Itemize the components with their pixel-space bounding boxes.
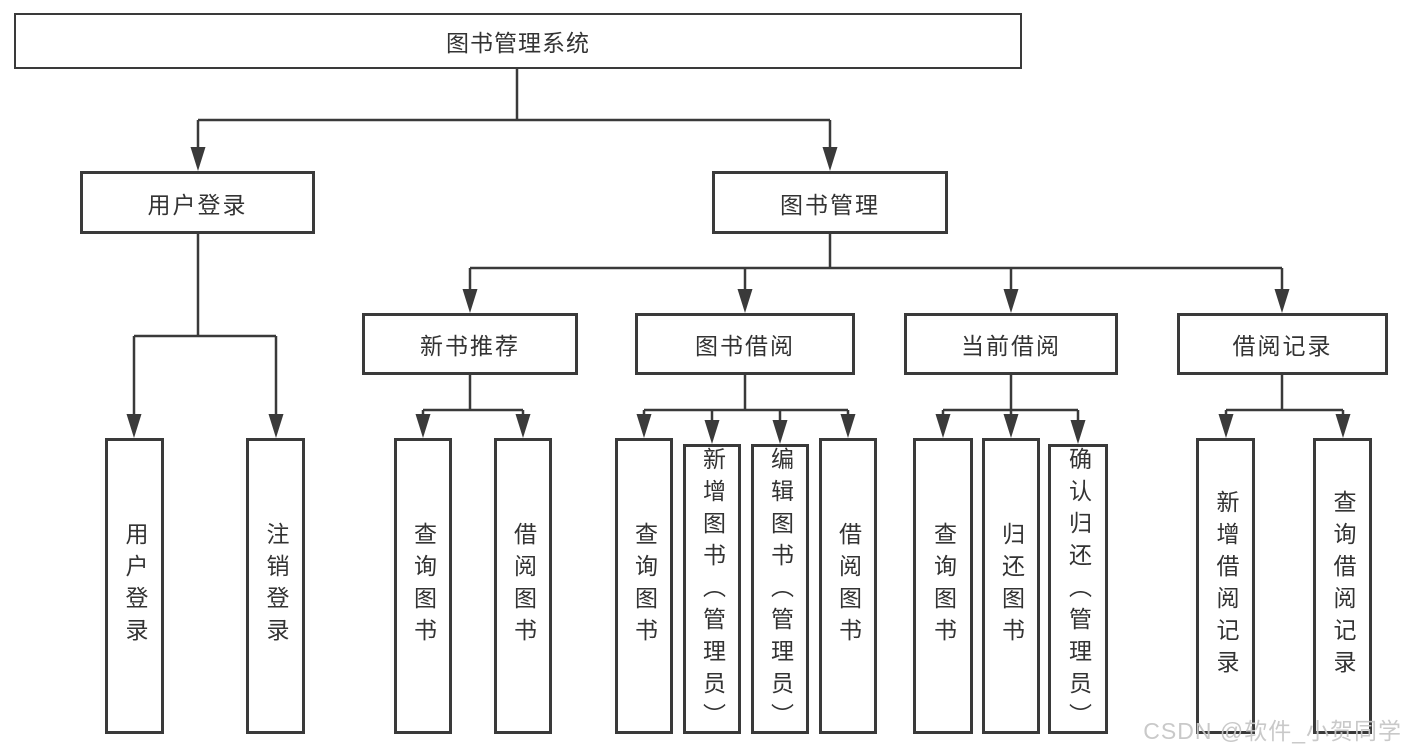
node-label: 借阅图书 [835,522,862,650]
node-label: 新增借阅记录 [1213,490,1239,682]
node-label: 查询借阅记录 [1330,490,1356,682]
node-label: 查询图书 [410,522,437,650]
node-current-borrowing: 当前借阅 [904,313,1118,375]
node-label: 借阅记录 [1232,333,1333,359]
node-label: 用户登录 [122,522,148,650]
node-label: 查询图书 [930,522,957,650]
leaf-search-borrow-record: 查询借阅记录 [1313,438,1372,734]
csdn-watermark: CSDN @软件_小贺同学 [1143,718,1402,744]
leaf-return-books: 归还图书 [982,438,1040,734]
node-new-book-recommendation: 新书推荐 [362,313,578,375]
node-label: 注销登录 [263,522,289,650]
node-label: 编辑图书（管理员） [767,447,794,735]
leaf-search-books-recommend: 查询图书 [394,438,452,734]
node-label: 当前借阅 [961,333,1061,359]
node-label: 确认归还（管理员） [1065,447,1092,735]
leaf-logout: 注销登录 [246,438,305,734]
leaf-user-login: 用户登录 [105,438,164,734]
node-label: 图书管理系统 [446,30,590,56]
leaf-borrow-books-recommend: 借阅图书 [494,438,552,734]
node-book-borrowing: 图书借阅 [635,313,855,375]
leaf-search-books-current: 查询图书 [913,438,973,734]
node-label: 归还图书 [998,522,1025,650]
node-user-login: 用户登录 [80,171,315,234]
node-library-management-system: 图书管理系统 [14,13,1022,69]
leaf-borrow-books: 借阅图书 [819,438,877,734]
leaf-edit-books-admin: 编辑图书（管理员） [751,444,809,735]
node-label: 用户登录 [147,191,248,218]
node-label: 借阅图书 [510,522,537,650]
node-label: 新增图书（管理员） [699,447,726,735]
leaf-search-books-borrowing: 查询图书 [615,438,673,734]
node-book-management: 图书管理 [712,171,948,234]
node-label: 新书推荐 [420,333,520,359]
leaf-add-borrow-record: 新增借阅记录 [1196,438,1255,734]
arrowheads [126,147,1351,444]
leaf-add-books-admin: 新增图书（管理员） [683,444,741,735]
node-label: 图书管理 [780,191,880,218]
leaf-confirm-return-admin: 确认归还（管理员） [1048,444,1108,735]
node-label: 图书借阅 [695,333,795,359]
node-label: 查询图书 [631,522,658,650]
node-borrowing-records: 借阅记录 [1177,313,1388,375]
